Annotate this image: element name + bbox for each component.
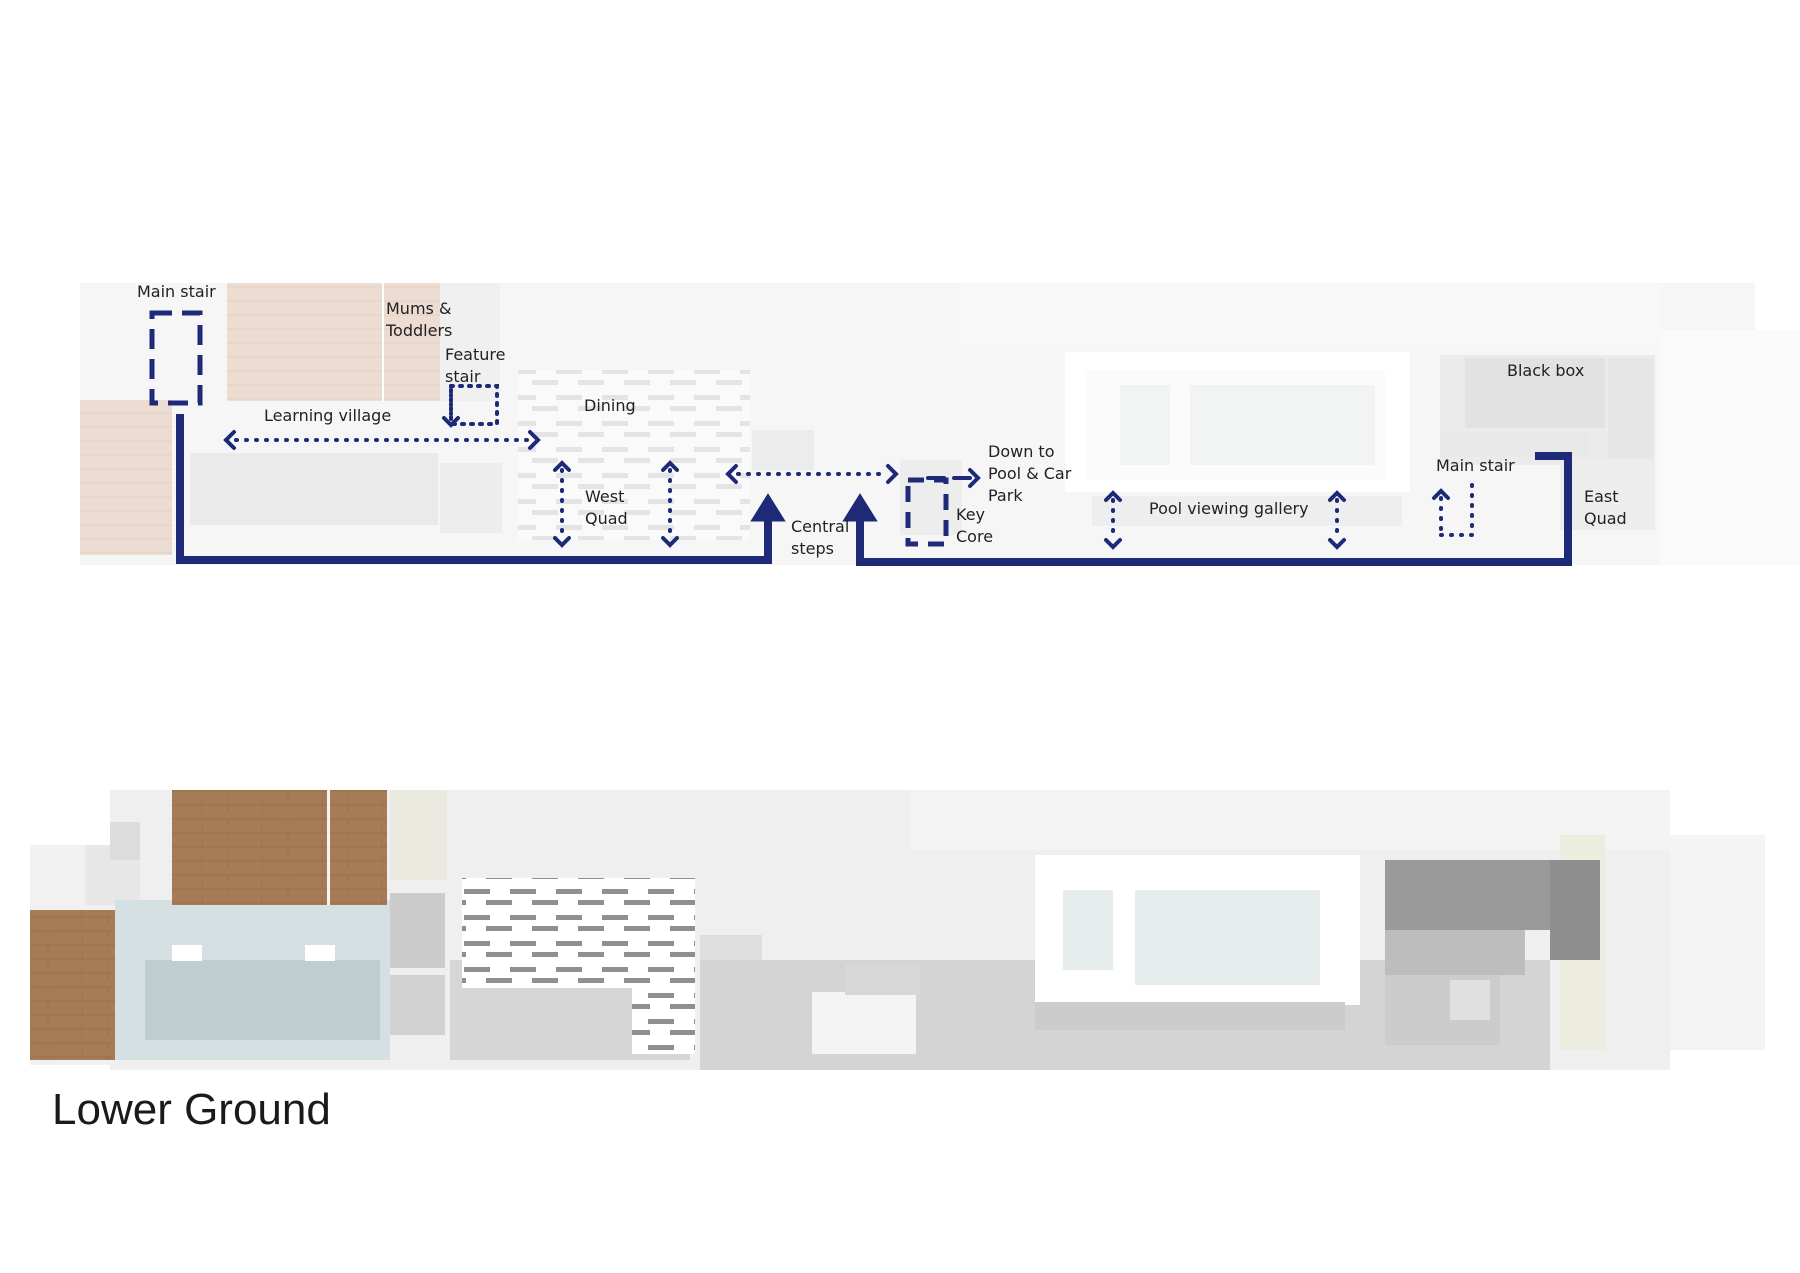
- label-key-core-1: Key: [956, 505, 985, 524]
- key-core-box: [905, 477, 949, 547]
- west-route-line: [176, 414, 772, 564]
- label-central-steps-1: Central: [791, 517, 849, 536]
- label-west-quad-2: Quad: [585, 509, 628, 528]
- feature-stair-box: [449, 384, 499, 426]
- stair-cores: [149, 310, 949, 547]
- circulation-arrows: [223, 384, 1474, 550]
- label-black-box: Black box: [1507, 361, 1584, 380]
- room-labels: Main stair Mums & Toddlers Feature stair…: [137, 282, 1627, 558]
- label-down-to-pool-1: Down to: [988, 442, 1054, 461]
- main-route-lines: [176, 414, 1572, 566]
- plan-title: Lower Ground: [52, 1085, 331, 1134]
- main-stair-west-box: [149, 310, 203, 406]
- label-learning-village: Learning village: [264, 406, 391, 425]
- label-pool-viewing-gallery: Pool viewing gallery: [1149, 499, 1309, 518]
- label-down-to-pool-2: Pool & Car: [988, 464, 1072, 483]
- central-steps-arrow-east: [842, 493, 878, 522]
- label-mums-toddlers-2: Toddlers: [385, 321, 452, 340]
- central-steps-arrow-west: [750, 493, 786, 522]
- label-dining: Dining: [584, 396, 636, 415]
- label-feature-stair-1: Feature: [445, 345, 505, 364]
- label-down-to-pool-3: Park: [988, 486, 1023, 505]
- label-main-stair-west: Main stair: [137, 282, 216, 301]
- upper-plan-faded: [80, 283, 1800, 565]
- east-route-line: [856, 452, 1572, 566]
- label-west-quad-1: West: [585, 487, 624, 506]
- lower-ground-plan: [30, 790, 1765, 1070]
- label-central-steps-2: steps: [791, 539, 834, 558]
- label-feature-stair-2: stair: [445, 367, 481, 386]
- label-east-quad-1: East: [1584, 487, 1619, 506]
- label-key-core-2: Core: [956, 527, 993, 546]
- label-east-quad-2: Quad: [1584, 509, 1627, 528]
- label-main-stair-east: Main stair: [1436, 456, 1515, 475]
- label-mums-toddlers-1: Mums &: [386, 299, 451, 318]
